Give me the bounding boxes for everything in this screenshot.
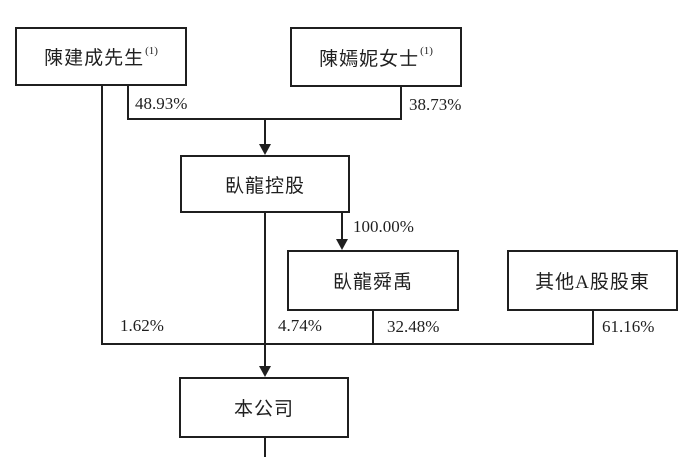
- ownership-pct-chen-yanni-holdings: 38.73%: [409, 95, 462, 114]
- edge-shunyu-to-company-drop: [372, 311, 374, 345]
- ownership-pct-shunyu-company: 32.48%: [387, 317, 440, 336]
- ownership-pct-holdings-company: 4.74%: [278, 316, 322, 335]
- node-wolong-shunyu: 臥龍舜禹: [287, 250, 459, 311]
- edge-chen-jiancheng-to-holdings-drop: [127, 85, 129, 119]
- arrowhead-into-wolong-holdings: [259, 144, 271, 155]
- footnote-marker: (1): [420, 45, 433, 57]
- node-company-label: 本公司: [233, 399, 294, 420]
- node-chen-yanni-label: 陳嫣妮女士: [319, 48, 420, 70]
- ownership-pct-other-a-company: 61.16%: [602, 317, 655, 336]
- arrowhead-into-company: [259, 366, 271, 377]
- edge-other-a-to-company-drop: [592, 311, 594, 345]
- edge-holdings-to-company-drop: [264, 213, 266, 345]
- edge-junction-to-company-stem: [264, 345, 266, 367]
- node-chen-jiancheng-label: 陳建成先生: [44, 48, 145, 69]
- ownership-pct-holdings-shunyu: 100.00%: [353, 217, 414, 236]
- edge-chen-yanni-to-holdings-drop: [400, 86, 402, 119]
- ownership-pct-chen-jiancheng-holdings: 48.93%: [135, 94, 188, 113]
- node-chen-jiancheng: 陳建成先生(1): [15, 27, 187, 86]
- node-other-a-share-holders-label: 其他A股股東: [535, 272, 650, 293]
- edge-company-continuation-stem: [264, 438, 266, 457]
- footnote-marker: (1): [145, 44, 158, 57]
- edge-bottom-junction-bar: [101, 343, 594, 345]
- arrowhead-into-wolong-shunyu: [336, 239, 348, 250]
- node-wolong-shunyu-label: 臥龍舜禹: [332, 272, 413, 293]
- node-wolong-holdings: 臥龍控股: [180, 155, 350, 213]
- ownership-pct-chen-jiancheng-company: 1.62%: [120, 316, 164, 335]
- node-wolong-holdings-label: 臥龍控股: [224, 175, 305, 197]
- edge-holdings-to-shunyu-stem: [341, 213, 343, 240]
- node-company: 本公司: [179, 377, 349, 438]
- node-other-a-share-holders: 其他A股股東: [507, 250, 678, 311]
- edge-junction-to-holdings-stem: [264, 118, 266, 146]
- edge-chen-jiancheng-to-company-drop: [101, 85, 103, 345]
- node-chen-yanni: 陳嫣妮女士(1): [290, 27, 462, 87]
